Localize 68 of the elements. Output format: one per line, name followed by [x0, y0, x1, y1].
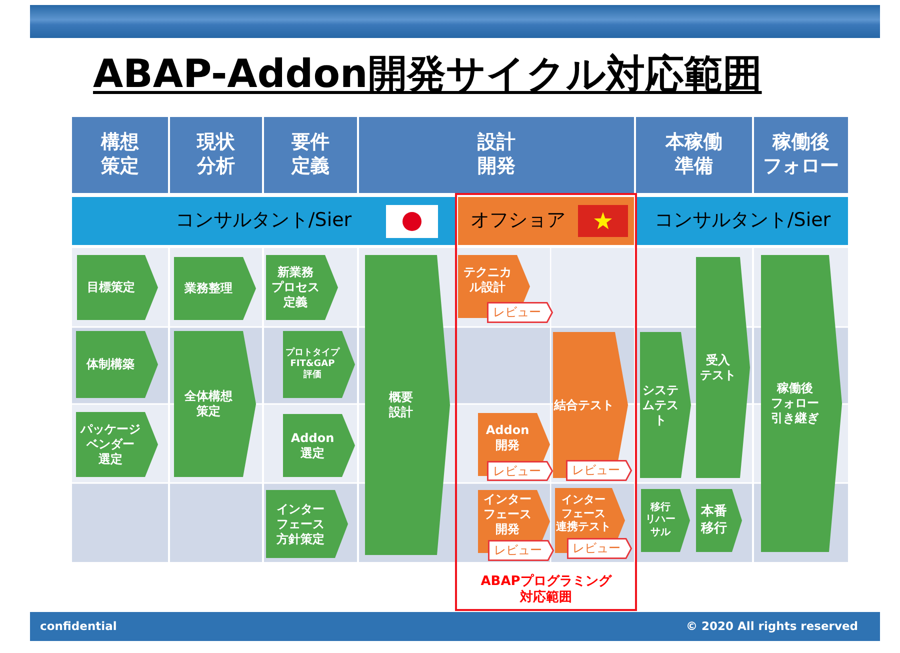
step-label: システムテスト [642, 382, 678, 428]
review-tag [487, 302, 553, 323]
step-label: 体制構築 [86, 357, 134, 372]
phase-title: 設計開発 [478, 131, 516, 179]
process-step [283, 414, 355, 477]
review-tag [487, 461, 553, 481]
step-label: 稼働後フォロー引き継ぎ [771, 381, 819, 426]
review-label: レビュー [493, 305, 541, 320]
review-label: レビュー [493, 464, 541, 478]
step-label: 受入テスト [700, 352, 736, 382]
process-step [266, 255, 338, 320]
review-label: レビュー [572, 541, 620, 556]
phase-title: 要件定義 [292, 131, 330, 179]
slide-title: ABAP-Addon開発サイクル対応範囲 [93, 51, 762, 99]
role-band [72, 197, 455, 245]
confidential-note: confidential [40, 619, 117, 634]
step-label: インターフェース方針策定 [276, 502, 324, 546]
process-step [640, 332, 691, 478]
process-step [76, 412, 158, 477]
phase-header [754, 117, 848, 193]
process-step [365, 255, 450, 555]
process-step [77, 255, 158, 320]
step-label: 結合テスト [554, 398, 614, 412]
process-step [266, 490, 348, 558]
process-step [174, 257, 256, 320]
step-label: 新業務プロセス定義 [272, 265, 320, 310]
step-label: テクニカル設計 [464, 264, 512, 294]
scope-frame [455, 193, 637, 611]
step-label: 業務整理 [184, 281, 232, 296]
step-label: インターフェース開発 [484, 492, 532, 537]
scope-label: ABAPプログラミング対応範囲 [480, 574, 612, 606]
process-step [174, 331, 256, 477]
review-tag [567, 538, 632, 559]
step-label: プロトタイプFIT&GAP評価 [286, 348, 340, 382]
process-step [283, 331, 355, 398]
process-step [76, 331, 158, 398]
step-label: インターフェース連携テスト [556, 492, 611, 534]
phase-title: 稼働後フォロー [763, 131, 839, 179]
process-step [696, 257, 750, 478]
review-label: レビュー [572, 463, 620, 478]
phase-header [72, 117, 168, 193]
step-label: Addon選定 [290, 430, 334, 460]
phase-title: 現状分析 [197, 131, 235, 179]
step-label: 移行リハーサル [646, 502, 676, 540]
role-label: オフショア [470, 209, 566, 233]
step-label: Addon開発 [486, 422, 530, 452]
review-label: レビュー [494, 543, 542, 558]
process-step [761, 255, 842, 552]
phase-title: 構想策定 [101, 131, 139, 179]
phase-title: 本稼働準備 [666, 131, 722, 179]
role-band [637, 197, 848, 245]
phase-header [359, 117, 634, 193]
role-band [458, 197, 634, 245]
process-step [641, 489, 690, 552]
step-label: 概要設計 [389, 390, 413, 420]
process-step [696, 489, 742, 552]
step-label: パッケージベンダー選定 [80, 422, 140, 467]
review-tag [488, 540, 554, 561]
phase-header [264, 117, 357, 193]
review-tag [566, 460, 632, 481]
phase-header [636, 117, 752, 193]
copyright-notice: © 2020 All rights reserved [686, 619, 858, 634]
step-label: 目標策定 [87, 280, 135, 295]
phase-header [170, 117, 262, 193]
role-label: コンサルタント/Sier [175, 209, 352, 233]
step-label: 全体構想策定 [184, 389, 232, 419]
role-label: コンサルタント/Sier [654, 209, 831, 233]
step-label: 本番移行 [701, 504, 727, 537]
